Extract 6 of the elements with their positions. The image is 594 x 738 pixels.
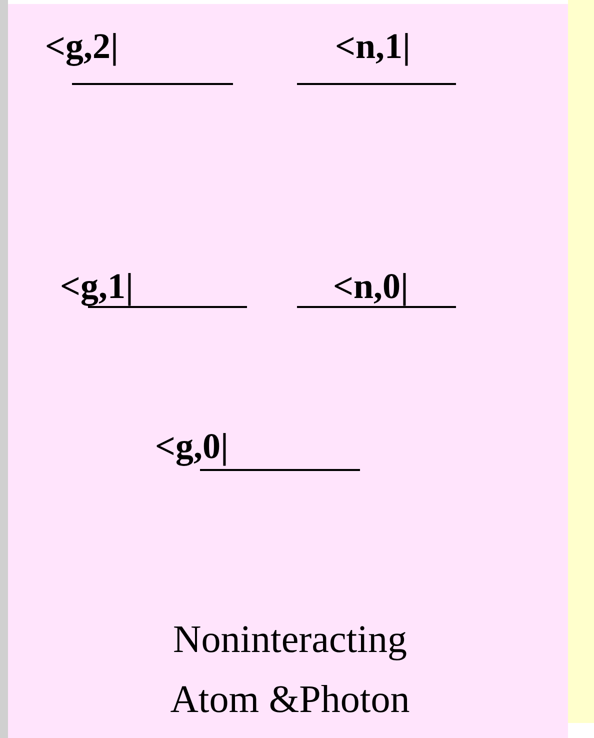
caption: Noninteracting Atom &Photon <box>169 617 411 724</box>
state-label: <g,0| <box>155 428 228 464</box>
state-label: <n,1| <box>335 28 410 64</box>
state-label: <g,1| <box>60 268 134 304</box>
state-label: <g,2| <box>45 28 118 64</box>
state-label: <n,0| <box>333 268 408 304</box>
